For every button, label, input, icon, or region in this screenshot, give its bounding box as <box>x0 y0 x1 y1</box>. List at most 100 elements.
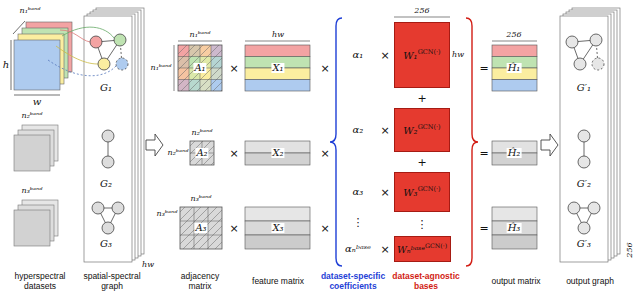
output-matrix <box>492 207 537 249</box>
matrix-label: A₂ <box>195 148 208 158</box>
graph-label: G₃ <box>100 239 112 249</box>
graph-vertex <box>578 130 590 142</box>
matrix-grid <box>178 45 222 91</box>
matrix-label: X₃ <box>271 223 284 233</box>
matrix-grid <box>180 207 222 249</box>
graph-vertex <box>578 222 590 234</box>
operator: = <box>479 223 488 234</box>
band-layer <box>14 135 50 171</box>
basis-symbol: W₂ <box>403 125 417 136</box>
dimension-line <box>492 41 537 42</box>
operator: × <box>320 223 329 234</box>
dimension-line <box>174 45 175 91</box>
caption-label: adjacency matrix <box>172 271 228 291</box>
operator: + <box>417 157 426 168</box>
operator: × <box>229 223 238 234</box>
dimension-label: n₂ᵇᵃⁿᵈ <box>167 149 188 157</box>
operator: × <box>320 63 329 74</box>
basis-box: W₃GCN(·) <box>394 172 450 212</box>
matrix-label: X₁ <box>271 63 284 73</box>
dimension-label: n₃ᵇᵃⁿᵈ <box>156 210 177 218</box>
graph-vertex <box>112 202 124 214</box>
matrix-grid <box>190 141 214 165</box>
matrix-label: X₂ <box>271 148 284 158</box>
coefficient: α₂ <box>353 125 364 135</box>
graph-vertex <box>114 34 126 46</box>
coefficient: α₃ <box>353 187 364 197</box>
matrix-band <box>492 80 537 92</box>
matrix-band <box>245 207 310 221</box>
feature-matrix <box>245 207 310 249</box>
dimension-label: 256 <box>626 242 634 257</box>
dimension-label: hw <box>452 51 464 59</box>
matrix-label: A₃ <box>194 223 207 233</box>
dimension-label: n₃ᵇᵃⁿᵈ <box>21 187 42 195</box>
caption-label: output graph <box>565 276 615 286</box>
feature-matrix <box>245 41 310 91</box>
operator: = <box>479 148 488 159</box>
matrix-band <box>492 221 537 235</box>
basis-superscript: GCN(·) <box>418 48 441 56</box>
output-matrix <box>492 41 537 91</box>
basis-box: W₁GCN(·) <box>394 22 450 88</box>
dimension-line <box>245 41 310 42</box>
block-arrow <box>146 134 163 156</box>
band-layer <box>14 40 60 90</box>
graph-label: G₂ <box>100 179 112 189</box>
caption-label: hyperspectral datasets <box>7 271 73 291</box>
graph-label: G₁ <box>100 83 112 93</box>
graph-vertex <box>102 130 114 142</box>
output-matrix <box>492 141 537 165</box>
dimension-line <box>11 40 12 90</box>
leader-lines <box>48 27 116 76</box>
graph-vertex <box>102 222 114 234</box>
coefficient: α₁ <box>353 50 364 60</box>
graph-panel <box>560 16 608 262</box>
matrix-band <box>245 221 310 235</box>
ellipsis: ⋮ <box>417 219 428 230</box>
basis-box: W₂GCN(·) <box>394 108 450 152</box>
block-arrow <box>541 134 558 156</box>
graph-vertex <box>588 202 600 214</box>
graph-panel <box>84 16 132 262</box>
matrix-label: Ĥ₁ <box>507 63 522 73</box>
leader-line <box>62 27 114 38</box>
caption-label: output matrix <box>488 276 544 286</box>
dimension-label: 256 <box>506 31 521 39</box>
dimension-label: n₁ᵇᵃⁿᵈ <box>19 7 40 15</box>
basis-box: WₙᵇᵃˢᵉGCN(·) <box>394 236 451 262</box>
ellipsis: ⋮ <box>353 217 364 228</box>
graph-label: G′₃ <box>577 239 591 249</box>
operator: × <box>380 50 389 61</box>
matrix-label: Ĥ₃ <box>507 223 522 233</box>
dimension-line <box>394 17 450 18</box>
operator: × <box>380 125 389 136</box>
hyperspectral-cube <box>11 21 72 95</box>
graph <box>92 202 124 234</box>
matrix-label: A₁ <box>193 63 206 73</box>
operator: = <box>479 63 488 74</box>
caption-label: feature matrix <box>250 276 306 286</box>
leader-line <box>56 46 98 64</box>
dimension-label: w <box>33 97 42 107</box>
matrix-band <box>492 45 537 57</box>
operator: × <box>229 63 238 74</box>
dimension-label: hw <box>142 261 154 269</box>
graph-vertex <box>590 34 602 46</box>
graph-vertex <box>568 202 580 214</box>
graph-label: G′₁ <box>577 83 591 93</box>
basis-superscript: GCN(·) <box>418 123 441 131</box>
dimension-label: h <box>3 60 9 70</box>
brace <box>466 18 478 266</box>
coefficient: αₙᵇᵃˢᵉ <box>345 244 371 254</box>
operator: × <box>380 244 389 255</box>
matrix-grid <box>178 45 222 91</box>
basis-superscript: GCN(·) <box>425 242 447 249</box>
graph <box>566 34 604 70</box>
dimension-label: n₃ᵇᵃⁿᵈ <box>190 195 211 203</box>
graph <box>568 202 600 234</box>
operator: + <box>417 93 426 104</box>
brace <box>330 18 342 266</box>
